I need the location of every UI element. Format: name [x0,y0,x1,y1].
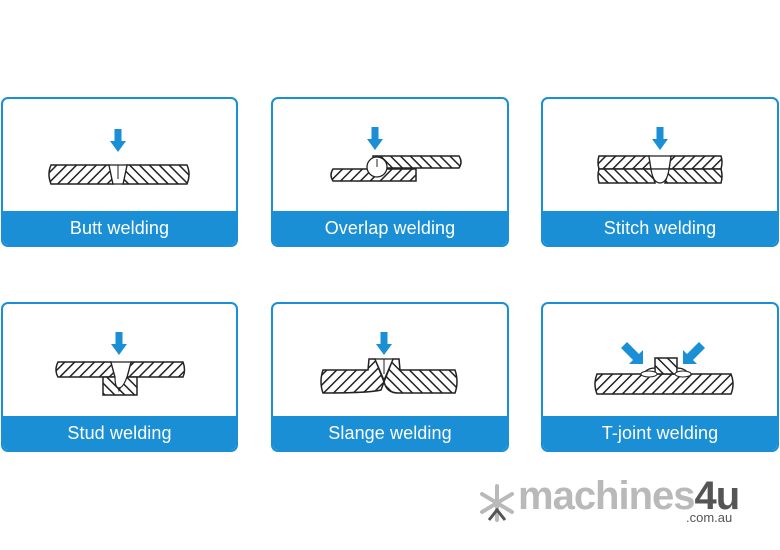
t-joint-weld-diagram [594,342,734,395]
card-label: Stud welding [3,416,236,450]
snowflake-logo-icon [480,484,514,522]
butt-weld-diagram [48,129,190,185]
card-label: Slange welding [273,416,507,450]
arrow-down-icon [367,127,383,150]
arrow-down-icon [111,332,127,355]
card-label: Overlap welding [273,211,507,245]
logo-name-main: machines [518,474,696,518]
logo-wordmark: machines4u [518,474,741,519]
arrow-down-icon [110,129,126,152]
logo-name-accent: 4u [694,474,741,518]
card-label: T-joint welding [543,416,777,450]
machines4u-logo: machines4u .com.au [478,474,768,530]
card-butt-welding: Butt welding [1,97,238,247]
card-stud-welding: Stud welding [1,302,238,452]
card-slange-welding: Slange welding [271,302,509,452]
arrow-down-icon [376,332,392,355]
card-overlap-welding: Overlap welding [271,97,509,247]
arrow-down-icon [652,127,668,150]
stitch-weld-diagram [597,127,723,184]
arrow-diagonal-left-icon [621,342,643,364]
arrow-diagonal-right-icon [683,342,705,364]
logo-domain: .com.au [686,510,733,525]
card-label: Butt welding [3,211,236,245]
overlap-weld-diagram [330,127,462,182]
card-t-joint-welding: T-joint welding [541,302,779,452]
card-label: Stitch welding [543,211,777,245]
card-stitch-welding: Stitch welding [541,97,779,247]
slange-weld-diagram [320,332,458,394]
stud-weld-diagram [55,332,186,396]
